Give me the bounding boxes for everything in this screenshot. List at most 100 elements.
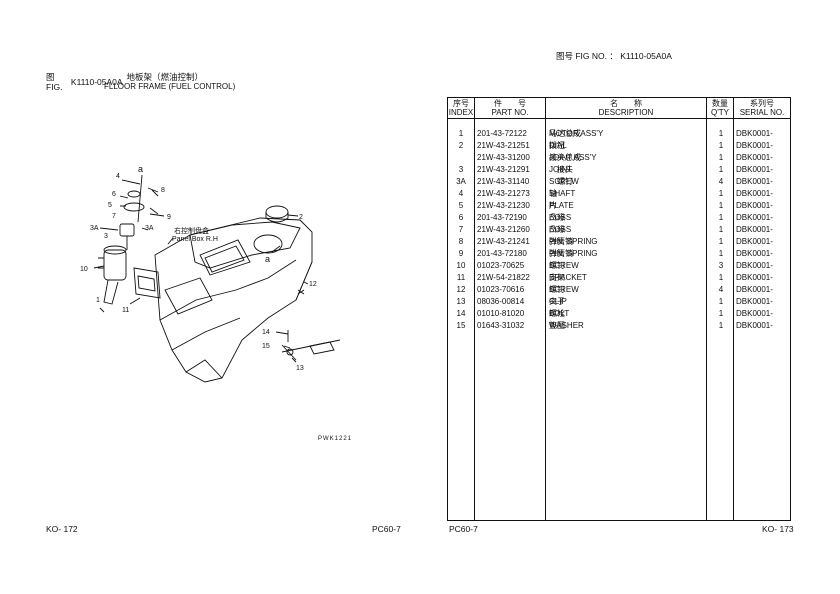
joint-part — [119, 223, 135, 237]
callout-2: 2 — [299, 214, 303, 221]
row-index: 7 — [458, 225, 464, 234]
row-index: 2 — [458, 141, 464, 150]
callout-15: 15 — [262, 343, 270, 350]
row-qty: 1 — [718, 297, 724, 306]
row-part-no: 01023-70625 — [477, 261, 525, 270]
floor-frame-top — [189, 221, 301, 269]
row-qty: 1 — [718, 225, 724, 234]
row-desc-cn: 弹簧销 — [549, 237, 573, 246]
row-desc-cn: 支架 — [549, 273, 565, 282]
row-part-no: 201-43-72190 — [477, 213, 527, 222]
row-desc-cn: 接头 — [549, 165, 573, 174]
row-serial: DBK0001- — [736, 237, 773, 246]
drawing-code: PWK1221 — [318, 436, 352, 442]
plate-part — [123, 202, 145, 212]
row-index: 5 — [458, 201, 464, 210]
row-desc-en: WASHER — [549, 321, 584, 330]
row-part-no: 21W-43-21273 — [477, 189, 530, 198]
row-serial: DBK0001- — [736, 177, 773, 186]
row-desc-en: PIN, SPRING — [549, 237, 598, 246]
row-desc-cn: 接头总成 — [549, 153, 581, 162]
row-desc-cn: 螺钉 — [549, 261, 565, 270]
floor-frame-opening — [164, 277, 213, 315]
row-desc-en: BRACKET — [549, 273, 587, 282]
row-qty: 1 — [718, 249, 724, 258]
row-serial: DBK0001- — [736, 153, 773, 162]
row-index: 9 — [458, 249, 464, 258]
footer-left-page: KO- 172 — [46, 524, 78, 534]
row-qty: 1 — [718, 165, 724, 174]
row-part-no: 21W-43-31200 — [477, 153, 530, 162]
row-part-no: 201-43-72122 — [477, 129, 527, 138]
callout-a-top: a — [138, 164, 143, 174]
row-part-no: 21W-43-21230 — [477, 201, 530, 210]
row-desc-cn: 垫圈 — [549, 321, 565, 330]
row-serial: DBK0001- — [736, 285, 773, 294]
row-qty: 1 — [718, 141, 724, 150]
row-qty: 1 — [718, 309, 724, 318]
row-index: 14 — [456, 309, 466, 318]
figure-title-en-row: FIG. K1110-05A0A 地板架（燃油控制） — [46, 72, 203, 92]
row-part-no: 21W-43-21291 — [477, 165, 530, 174]
figure-title-cn: 地板架（燃油控制） — [126, 72, 203, 82]
floor-frame-body — [154, 217, 313, 383]
row-index: 15 — [456, 321, 466, 330]
row-qty: 3 — [718, 261, 724, 270]
shaft-part — [137, 174, 143, 223]
callout-8: 8 — [161, 187, 165, 194]
row-desc-en: CLIP — [549, 297, 567, 306]
row-desc-en: SHAFT — [549, 189, 576, 198]
row-serial: DBK0001- — [736, 249, 773, 258]
footer-right-model: PC60-7 — [449, 524, 478, 534]
callout-6: 6 — [112, 191, 116, 198]
row-desc-en: BOSS — [549, 213, 572, 222]
row-index: 10 — [456, 261, 466, 270]
figure-code: K1110-05A0A — [70, 77, 123, 87]
row-desc-en: MOTOR ASS'Y — [549, 129, 604, 138]
row-desc-en: BOSS — [549, 225, 572, 234]
row-serial: DBK0001- — [736, 189, 773, 198]
fig-number-value: K1110-05A0A — [620, 51, 672, 61]
row-serial: DBK0001- — [736, 297, 773, 306]
callout-3a-right: 3A — [145, 225, 154, 232]
row-serial: DBK0001- — [736, 273, 773, 282]
panel-label-cn: 右控制盘盒 — [174, 226, 209, 235]
row-part-no: 21W-43-21251 — [477, 141, 530, 150]
callout-11: 11 — [122, 307, 129, 314]
row-index: 11 — [456, 273, 466, 282]
row-qty: 1 — [718, 189, 724, 198]
row-part-no: 21W-54-21822 — [477, 273, 530, 282]
row-part-no: 21W-43-21241 — [477, 237, 530, 246]
row-desc-cn: 螺钉 — [549, 177, 573, 186]
exploded-parts-diagram: 4 a 8 6 5 9 7 3A 3 3A 10 1 11 2 a 12 14 … — [80, 164, 352, 442]
row-desc-en: PLATE — [549, 201, 574, 210]
motor-body — [103, 249, 127, 281]
screw-12 — [297, 289, 305, 295]
row-desc-cn: 螺栓 — [549, 309, 565, 318]
figure-title: 图 FIG. K1110-05A0A 地板架（燃油控制） — [46, 72, 203, 92]
row-serial: DBK0001- — [736, 213, 773, 222]
row-index: 6 — [458, 213, 464, 222]
row-desc-en: SCREW — [549, 285, 579, 294]
floor-frame-slot — [199, 239, 251, 276]
callout-12: 12 — [309, 281, 317, 288]
row-serial: DBK0001- — [736, 225, 773, 234]
row-part-no: 01023-70616 — [477, 285, 525, 294]
row-part-no: 01010-81020 — [477, 309, 525, 318]
bracket-part — [133, 267, 161, 299]
row-serial: DBK0001- — [736, 165, 773, 174]
row-qty: 4 — [718, 177, 724, 186]
